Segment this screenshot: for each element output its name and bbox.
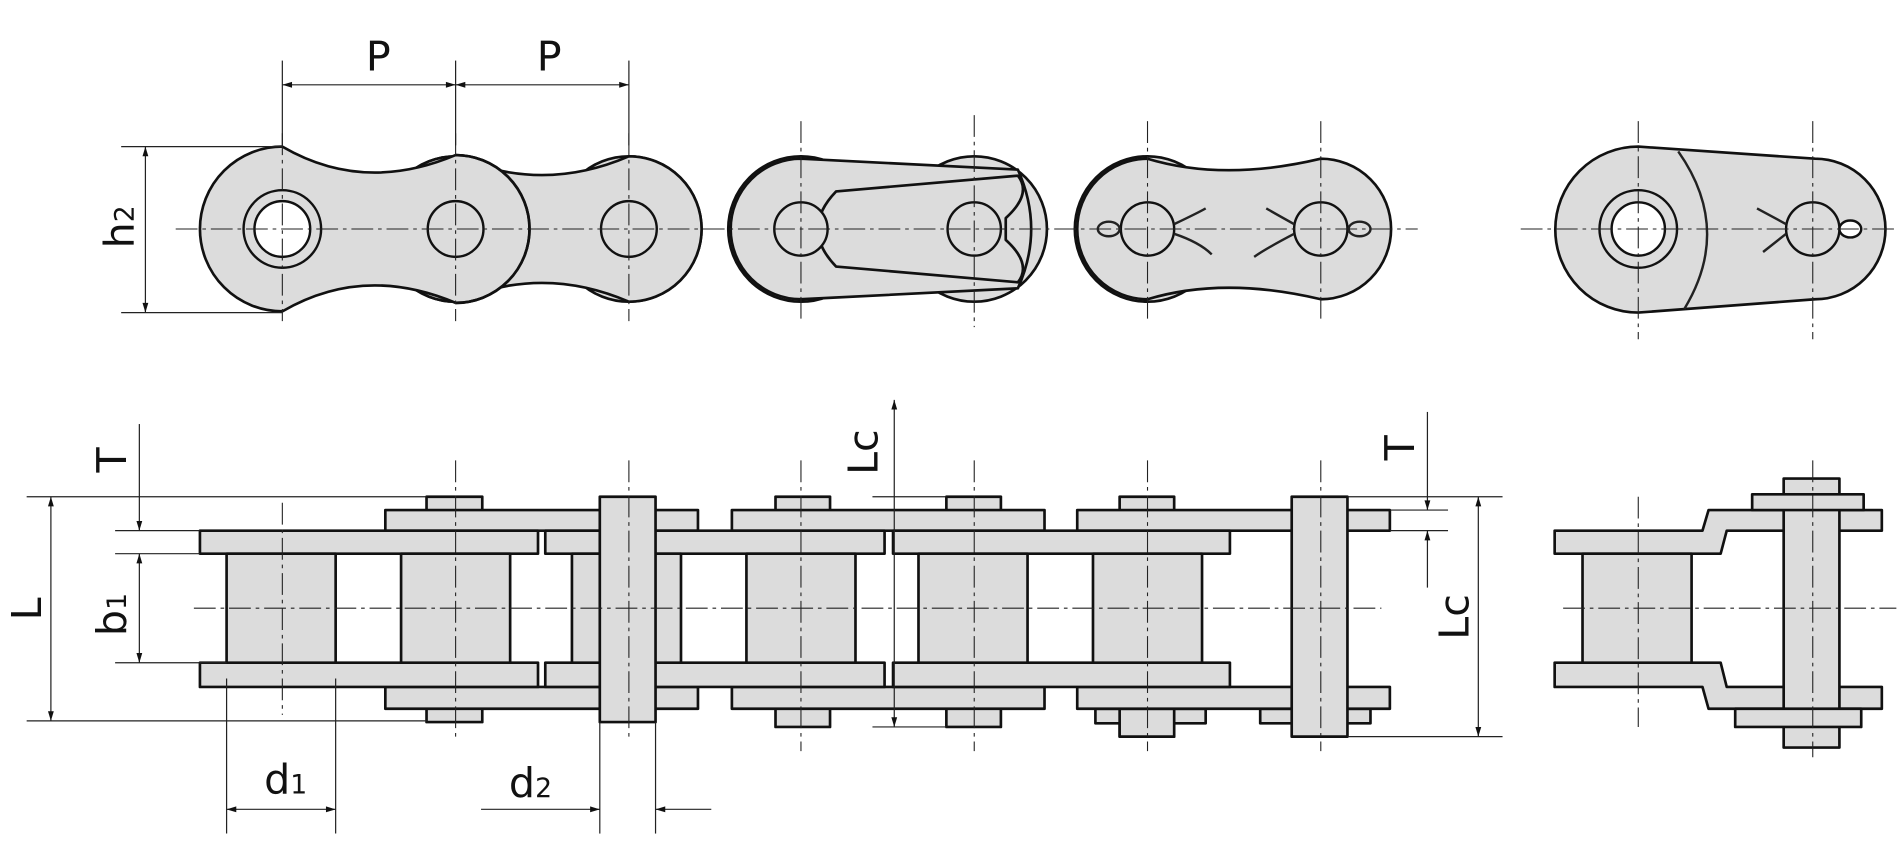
connecting-width-label: Lc <box>1431 594 1479 640</box>
thickness-label: T <box>88 447 136 474</box>
roller-diameter-label: d1 <box>264 756 307 804</box>
inner-width-label: b1 <box>88 593 136 636</box>
pitch-label: P <box>366 32 391 80</box>
side-view-chain: P P h2 <box>95 32 1897 340</box>
plate-height-label: h2 <box>95 205 143 248</box>
overall-width-label: L <box>3 597 51 620</box>
thickness-label: T <box>1376 434 1424 461</box>
pin <box>598 495 657 724</box>
pitch-label: P <box>537 32 562 80</box>
connecting-width-label: Lc <box>839 429 887 475</box>
top-view-chain: T L b1 d1 d2 Lc T Lc <box>3 399 1897 834</box>
pin-diameter-label: d2 <box>509 759 552 807</box>
